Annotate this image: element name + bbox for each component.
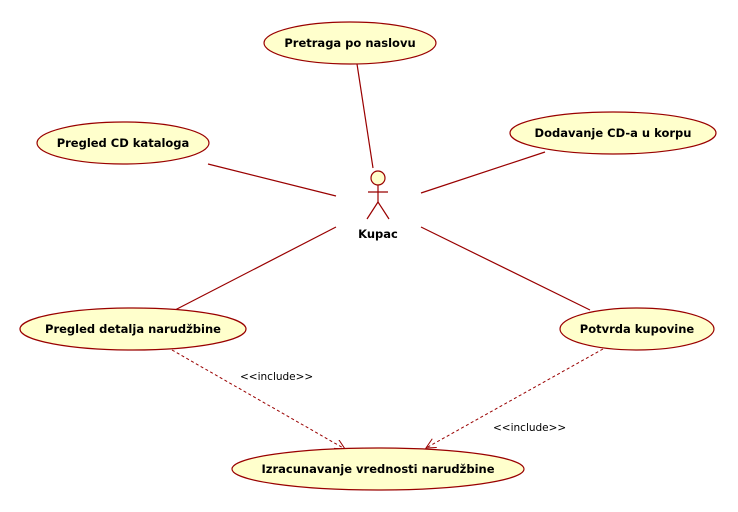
assoc-order-details-line [174, 226, 337, 311]
use-case-confirm-purchase: Potvrda kupovine [559, 307, 715, 351]
assoc-add-to-cart-line [420, 151, 546, 194]
include-dependency-right [426, 348, 604, 448]
assoc-confirm-purchase-line [420, 226, 591, 311]
actor-head-icon [370, 170, 386, 186]
use-case-add-to-cart: Dodavanje CD-a u korpu [509, 111, 717, 155]
use-case-catalog-label: Pregled CD kataloga [57, 136, 190, 150]
include-label-left: <<include>> [240, 371, 313, 383]
use-case-catalog: Pregled CD kataloga [36, 121, 210, 165]
assoc-catalog-line [207, 163, 337, 197]
use-case-order-details: Pregled detalja narudžbine [19, 307, 247, 351]
use-case-search: Pretraga po naslovu [263, 21, 437, 65]
use-case-add-to-cart-label: Dodavanje CD-a u korpu [535, 126, 692, 140]
use-case-calc-value-label: Izracunavanje vrednosti narudžbine [261, 462, 494, 476]
use-case-order-details-label: Pregled detalja narudžbine [45, 322, 221, 336]
use-case-search-label: Pretraga po naslovu [284, 36, 415, 50]
actor-left-leg [366, 201, 379, 220]
assoc-search-line [356, 63, 374, 169]
include-label-right: <<include>> [493, 422, 566, 434]
actor-kupac: Kupac [358, 170, 398, 241]
actor-right-leg [377, 201, 390, 220]
use-case-confirm-purchase-label: Potvrda kupovine [580, 322, 695, 336]
use-case-calc-value: Izracunavanje vrednosti narudžbine [231, 447, 525, 491]
actor-name: Kupac [358, 227, 398, 241]
include-dependency-left [171, 349, 345, 449]
